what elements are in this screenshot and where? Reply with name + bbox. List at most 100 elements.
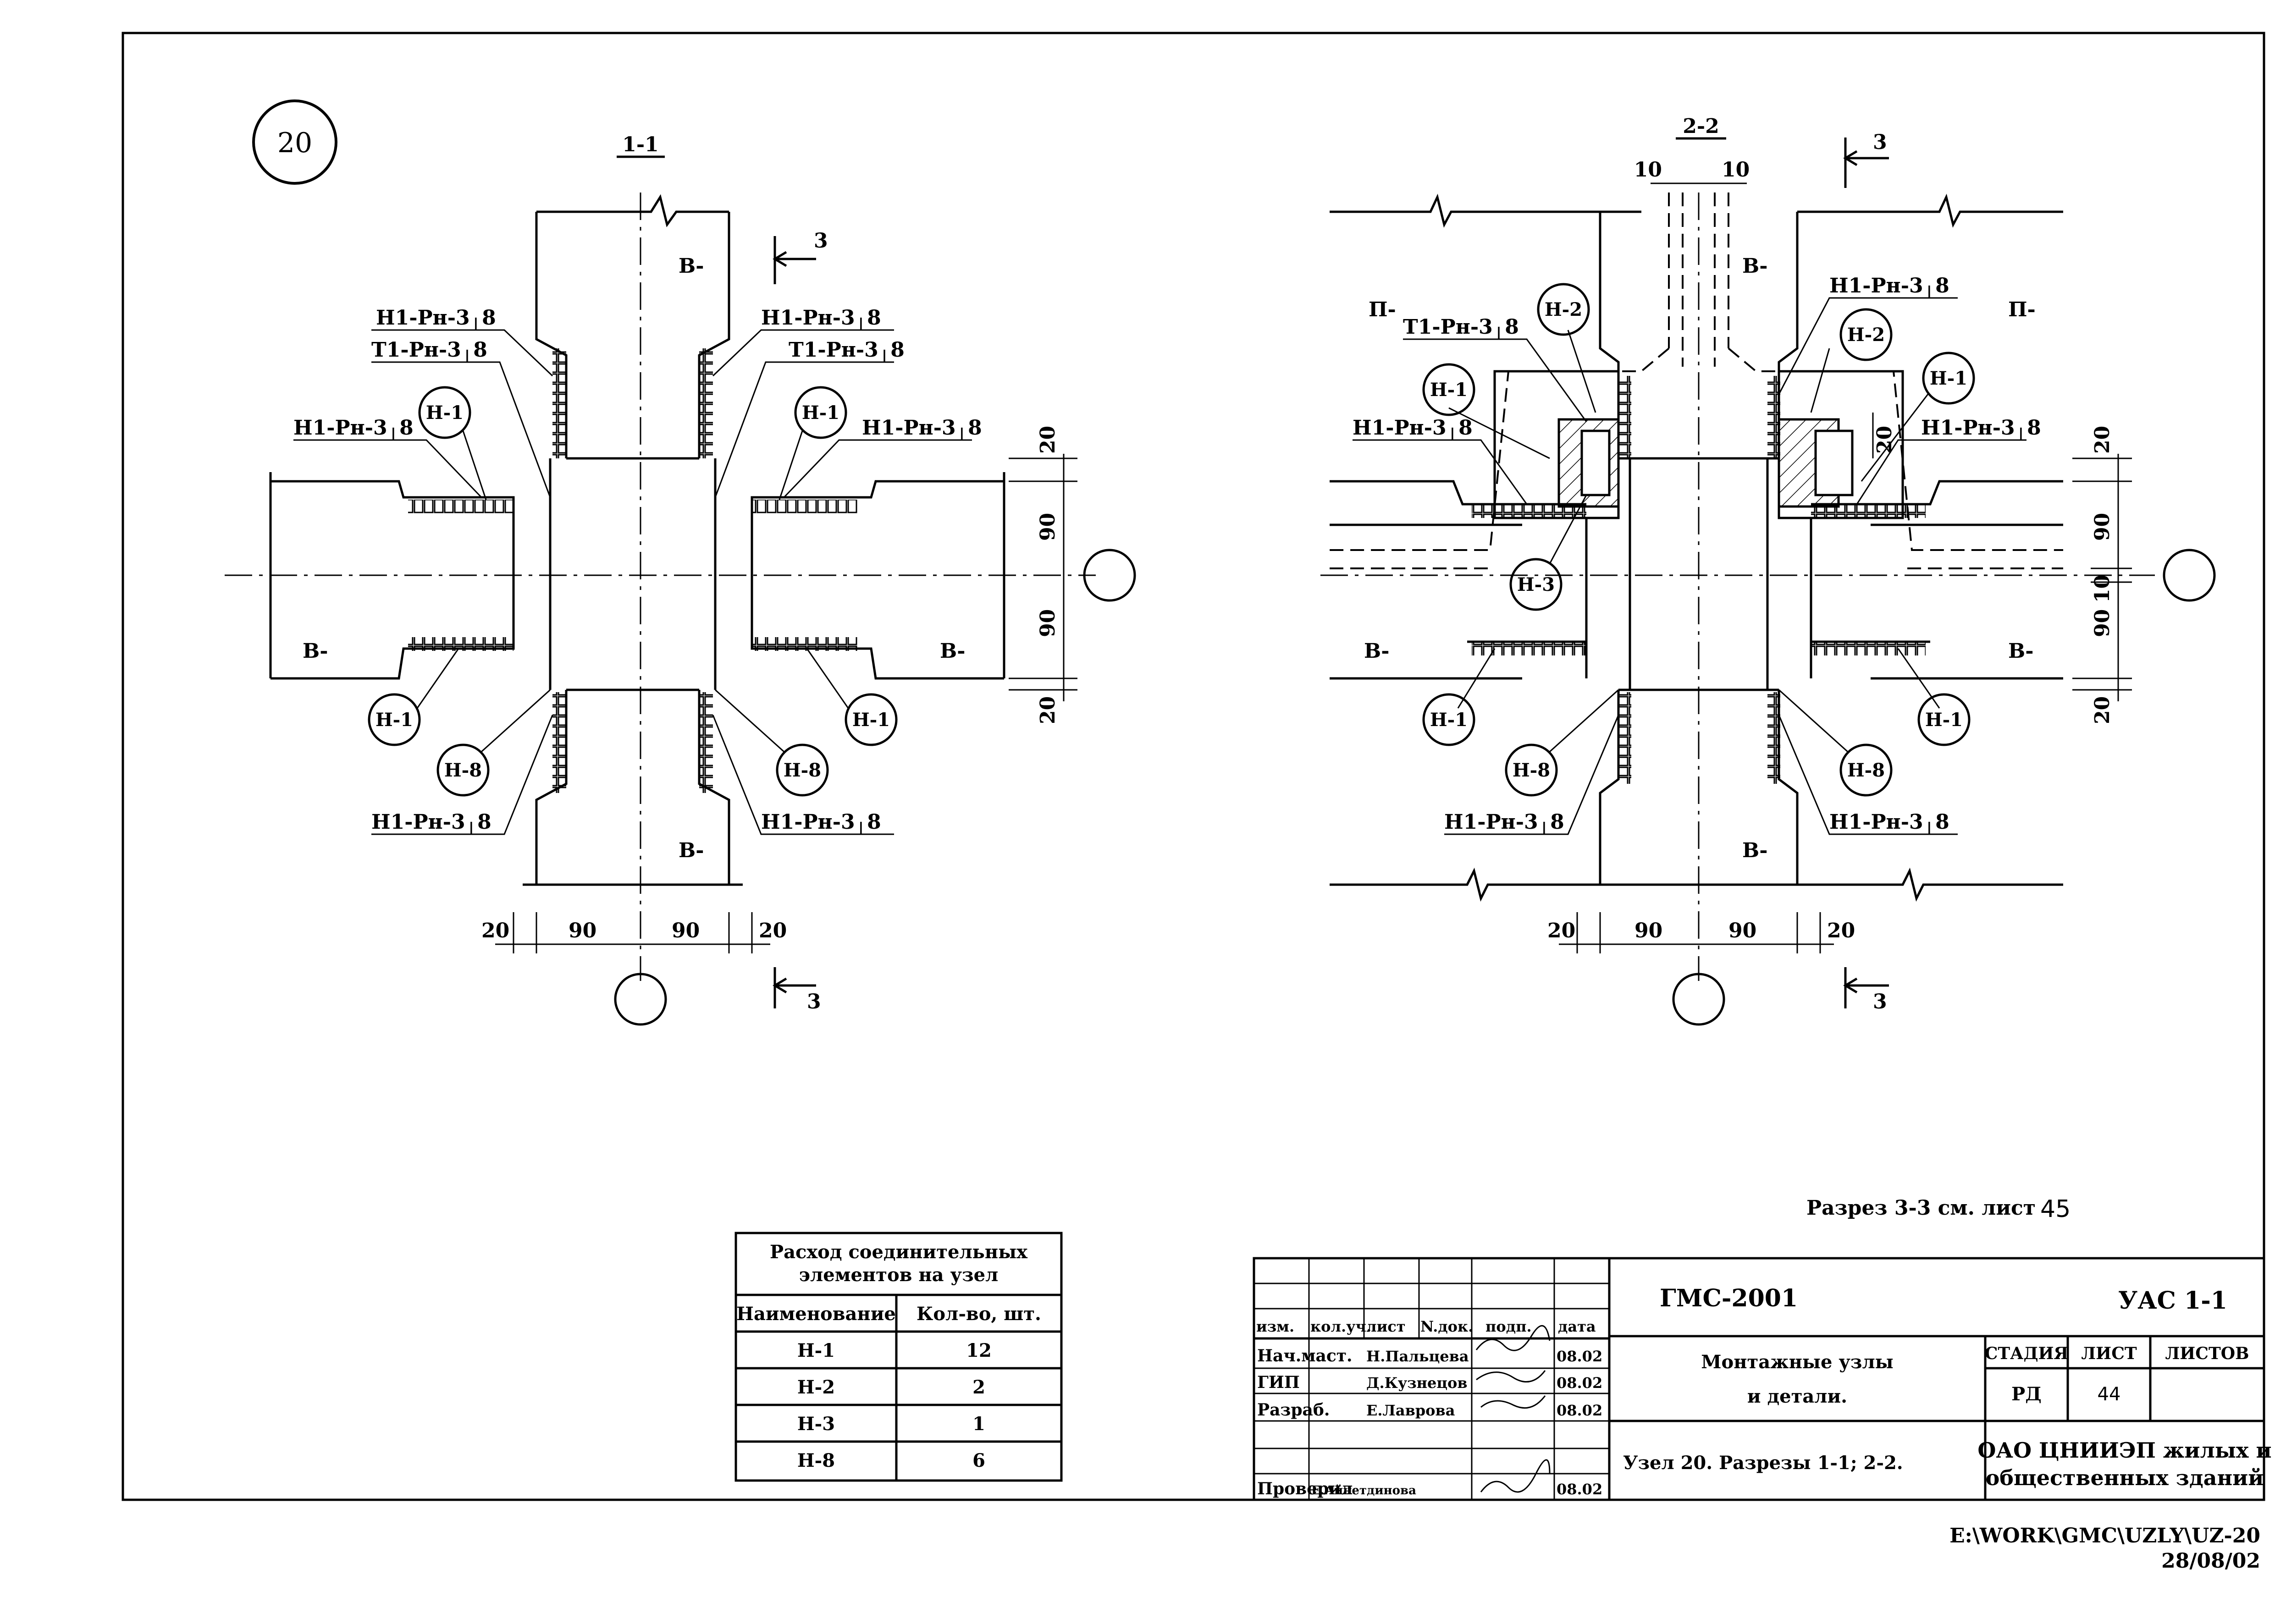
element-bubble: Н-1 [1430, 709, 1468, 731]
section-2-title: 2-2 [1683, 115, 1719, 138]
zone-label: В- [940, 639, 965, 663]
dimension: 10 [1634, 158, 1662, 182]
tb-col: подп. [1485, 1318, 1532, 1335]
dimension: 90 [569, 919, 596, 942]
tb-org-1: ОАО ЦНИИЭП жилых и [1977, 1438, 2271, 1463]
zone-label: В- [2008, 639, 2033, 663]
sheet-frame [121, 32, 2265, 1501]
tb-col: дата [1558, 1318, 1596, 1335]
consumption-table-text: Расход соединительных элементов на узел … [736, 1241, 1041, 1471]
tb-date: 08.02 [1557, 1374, 1602, 1392]
weld-label: Н1-Рн-3╷8 [1353, 416, 1473, 440]
dimension: 20 [759, 919, 787, 942]
element-bubble: Н-8 [1513, 760, 1550, 781]
title-block [1253, 1257, 2265, 1501]
node-number-bubble: 20 [252, 99, 337, 185]
cut-mark-bottom: 3 [1873, 990, 1887, 1013]
zone-label: П- [2008, 298, 2036, 321]
dimension: 10 [2091, 575, 2114, 603]
table-cell: 12 [966, 1340, 992, 1361]
tb-org-2: общественных зданий [1986, 1465, 2264, 1490]
tb-stage: РД [2011, 1383, 2042, 1405]
tb-role: ГИП [1257, 1373, 1300, 1392]
tb-drawing-name: Узел 20. Разрезы 1-1; 2-2. [1623, 1452, 1903, 1474]
node-number: 20 [277, 127, 312, 159]
tb-date: 08.02 [1557, 1402, 1602, 1419]
file-date: 28/08/02 [2161, 1549, 2260, 1573]
weld-label: Н1-Рн-3╷8 [1921, 416, 2041, 440]
zone-label: В- [303, 639, 328, 663]
tb-sheets-header: ЛИСТОВ [2165, 1344, 2249, 1363]
tb-person: Е.Лаврова [1366, 1402, 1455, 1419]
weld-label: Т1-Рн-3╷8 [371, 338, 487, 362]
table-cell: 6 [972, 1450, 985, 1471]
element-bubble: Н-1 [1930, 368, 1967, 389]
zone-label: В- [1742, 254, 1767, 278]
weld-label: Н1-Рн-3╷8 [293, 416, 414, 440]
weld-label: Т1-Рн-3╷8 [789, 338, 905, 362]
section-1-1: 1-1 [225, 133, 1136, 1026]
table-cell: Н-8 [797, 1450, 835, 1471]
file-stamp: E:\WORK\GMC\UZLY\UZ-20 28/08/02 [1949, 1524, 2260, 1573]
table-cell: 1 [972, 1413, 985, 1435]
element-bubble: Н-1 [802, 402, 839, 424]
weld-label: Н1-Рн-3╷8 [862, 416, 982, 440]
section-1-labels: В- В- В- В- Н1-Рн-3╷8 Т1-Рн-3╷8 Н1-Рн-3╷… [293, 254, 1060, 942]
zone-label: В- [1742, 839, 1767, 862]
tb-col: изм. [1256, 1318, 1294, 1335]
tb-role: Проверил [1257, 1479, 1353, 1498]
dimension: 20 [1036, 696, 1060, 724]
element-bubble: Н-2 [1545, 299, 1582, 320]
element-bubble: Н-1 [1430, 379, 1468, 401]
element-bubble: Н-1 [375, 709, 413, 731]
weld-label: Н1-Рн-3╷8 [1444, 810, 1564, 834]
weld-label: Н1-Рн-3╷8 [376, 306, 496, 330]
element-bubble: Н-8 [784, 760, 821, 781]
dimension: 20 [481, 919, 509, 942]
cut-mark-top: 3 [814, 229, 828, 253]
weld-label: Н1-Рн-3╷8 [761, 810, 881, 834]
tb-col: N.док. [1420, 1318, 1473, 1335]
table-cell: 2 [972, 1376, 985, 1398]
element-bubble: Н-3 [1517, 574, 1555, 595]
element-bubble: Н-8 [444, 760, 482, 781]
zone-label: В- [679, 839, 704, 862]
table-header-name: Наименование [736, 1303, 896, 1325]
tb-sheet: 44 [2098, 1384, 2121, 1405]
element-bubble: Н-1 [426, 402, 464, 424]
zone-label: В- [679, 254, 704, 278]
tb-name-2: и детали. [1747, 1386, 1847, 1407]
dimension: 20 [1547, 919, 1575, 942]
table-cell: Н-3 [797, 1413, 835, 1435]
dimension: 10 [1722, 158, 1750, 182]
dimension: 20 [1036, 426, 1060, 454]
title-block-text: ГМС-2001 УАС 1-1 изм. кол.уч. лист N.док… [1256, 1284, 2272, 1498]
section-2-2: 2-2 [1320, 115, 2216, 1026]
section-2-labels: 10 10 П- П- В- В- В- В- Т1-Рн-3╷8 Н1-Рн-… [1353, 158, 2114, 942]
tb-date: 08.02 [1557, 1481, 1602, 1498]
dimension: 90 [2091, 609, 2114, 637]
note-text: Разрез 3-3 см. лист [1806, 1196, 2036, 1220]
element-bubble: Н-1 [852, 709, 890, 731]
dimension: 90 [1728, 919, 1756, 942]
table-cell: Н-2 [797, 1376, 835, 1398]
zone-label: П- [1369, 298, 1396, 321]
element-bubble: Н-1 [1925, 709, 1963, 731]
dimension: 20 [2091, 426, 2114, 454]
file-path: E:\WORK\GMC\UZLY\UZ-20 [1949, 1524, 2260, 1547]
note-sheet-ref: 45 [2040, 1195, 2071, 1223]
weld-label: Н1-Рн-3╷8 [761, 306, 881, 330]
tb-col: лист [1366, 1318, 1406, 1335]
tb-code: ГМС-2001 [1660, 1284, 1798, 1312]
section-1-title: 1-1 [622, 133, 659, 156]
cut-mark-bottom: 3 [807, 990, 821, 1013]
table-title-1: Расход соединительных [770, 1241, 1028, 1263]
tb-doc: УАС 1-1 [2118, 1287, 2227, 1315]
tb-col: кол.уч. [1310, 1318, 1371, 1335]
tb-name-1: Монтажные узлы [1701, 1351, 1894, 1373]
dimension: 90 [672, 919, 700, 942]
dimension: 20 [1827, 919, 1855, 942]
tb-role: Нач.маст. [1257, 1346, 1353, 1365]
tb-role: Разраб. [1257, 1400, 1330, 1420]
